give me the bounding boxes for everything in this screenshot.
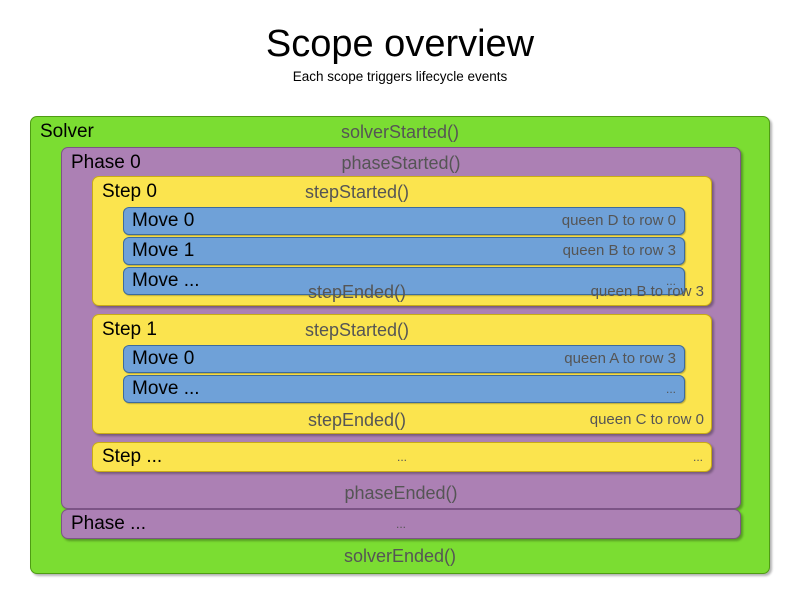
move-value: queen A to row 3 <box>564 350 676 367</box>
step0-started-event: stepStarted() <box>304 182 410 202</box>
move-row[interactable]: Move 1 queen B to row 3 <box>123 237 685 265</box>
move-label: Move 0 <box>132 348 195 369</box>
step1-ended-event: stepEnded() <box>307 410 407 430</box>
step-ellipsis-center: ... <box>396 450 407 464</box>
step1-ended-row: stepEnded() queen C to row 0 <box>93 405 711 435</box>
phase-label: Phase 0 <box>71 152 141 173</box>
step0-ended-value: queen B to row 3 <box>590 283 704 300</box>
move-row[interactable]: Move 0 queen D to row 0 <box>123 207 685 235</box>
step0-label: Step 0 <box>102 181 157 202</box>
page-title: Scope overview <box>265 23 535 65</box>
step1-started-event: stepStarted() <box>304 320 410 340</box>
step0-ended-row: stepEnded() queen B to row 3 <box>93 277 711 307</box>
move-label: Move 0 <box>132 210 195 231</box>
phase-scope[interactable]: Phase 0 phaseStarted() Step 0 stepStarte… <box>61 147 741 509</box>
solver-scope[interactable]: Solver solverStarted() Phase 0 phaseStar… <box>30 116 770 574</box>
phase-ended-row: phaseEnded() <box>62 478 740 508</box>
solver-ended-event: solverEnded() <box>343 546 457 566</box>
phase-started-event: phaseStarted() <box>341 153 461 173</box>
move-label: Move 1 <box>132 240 195 261</box>
move-row[interactable]: Move ... ... <box>123 375 685 403</box>
phase-ended-event: phaseEnded() <box>344 483 458 503</box>
phase-started-row: Phase 0 phaseStarted() <box>62 148 740 178</box>
step0-started-row: Step 0 stepStarted() <box>93 177 711 207</box>
solver-ended-row: solverEnded() <box>31 541 769 571</box>
step1-ended-value: queen C to row 0 <box>589 411 704 428</box>
step1-label: Step 1 <box>102 319 157 340</box>
move-value: queen B to row 3 <box>562 242 676 259</box>
page-subtitle: Each scope triggers lifecycle events <box>292 69 508 84</box>
step-ellipsis-right: ... <box>692 450 703 464</box>
phase-scope-ellipsis[interactable]: Phase ... ... <box>61 509 741 539</box>
move-value: ... <box>665 274 676 288</box>
step0-ended-event: stepEnded() <box>307 282 407 302</box>
solver-started-row: Solver solverStarted() <box>31 117 769 147</box>
step-scope-1[interactable]: Step 1 stepStarted() Move 0 queen A to r… <box>92 314 712 434</box>
move-row[interactable]: Move ... ... <box>123 267 685 295</box>
page-header: Scope overview Each scope triggers lifec… <box>0 0 800 86</box>
move-label: Move ... <box>132 270 200 291</box>
step1-started-row: Step 1 stepStarted() <box>93 315 711 345</box>
step-scope-ellipsis[interactable]: Step ... ... ... <box>92 442 712 472</box>
move-value: ... <box>665 382 676 396</box>
solver-label: Solver <box>40 121 94 142</box>
phase-ellipsis-label: Phase ... <box>71 513 146 534</box>
step-scope-0[interactable]: Step 0 stepStarted() Move 0 queen D to r… <box>92 176 712 306</box>
solver-started-event: solverStarted() <box>340 122 460 142</box>
move-value: queen D to row 0 <box>561 212 676 229</box>
move-label: Move ... <box>132 378 200 399</box>
step-ellipsis-label: Step ... <box>102 446 163 467</box>
move-row[interactable]: Move 0 queen A to row 3 <box>123 345 685 373</box>
phase-ellipsis-center: ... <box>395 517 406 531</box>
